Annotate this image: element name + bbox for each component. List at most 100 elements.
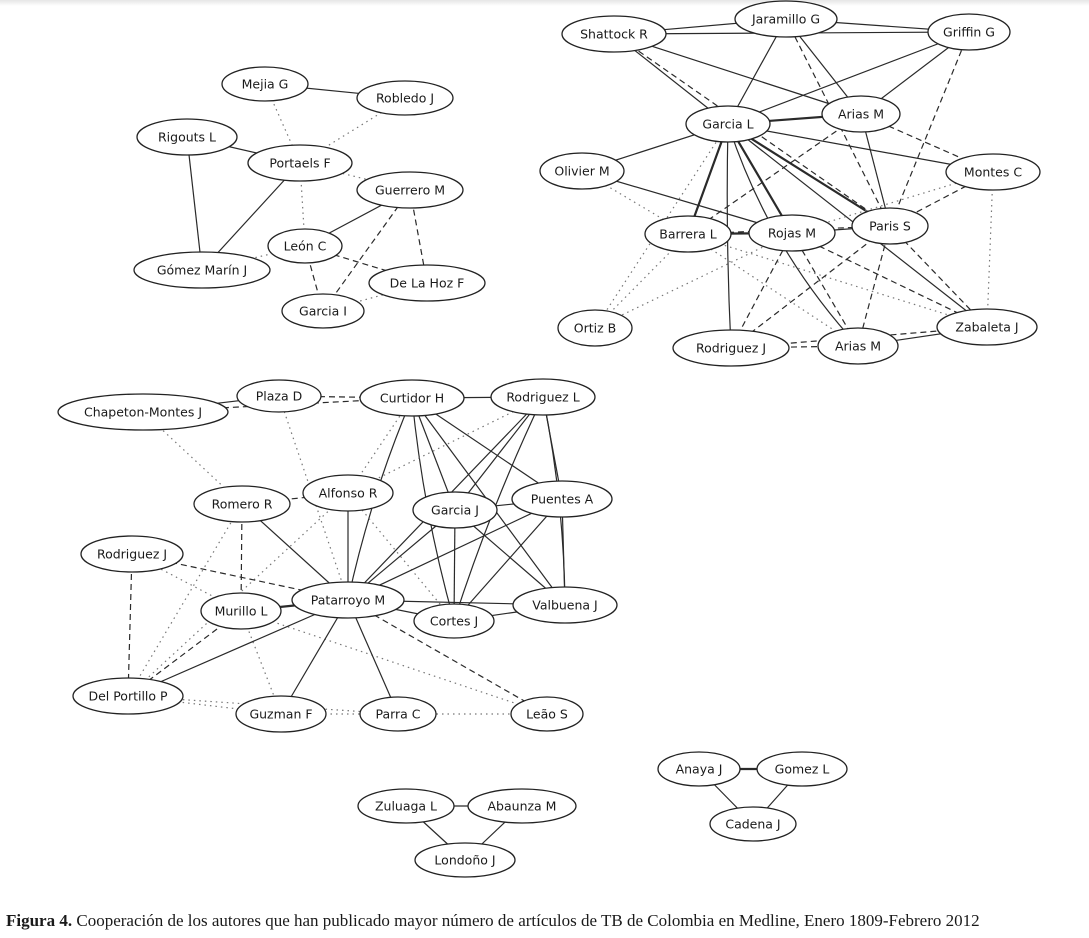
- author-node-mejia_g[interactable]: Mejia G: [221, 66, 309, 102]
- caption-text: Cooperación de los autores que han publi…: [72, 911, 980, 930]
- node-label: Garcia L: [702, 117, 753, 132]
- author-node-gomezmarin_j[interactable]: Gómez Marín J: [133, 251, 271, 289]
- author-node-rodriguez_j1[interactable]: Rodriguez J: [672, 329, 790, 367]
- edge-paris_s-rodriguez_j1-dashed: [730, 225, 891, 349]
- top-edge-shadow: [0, 0, 1089, 6]
- author-node-delportillo_p[interactable]: Del Portillo P: [72, 677, 184, 715]
- author-node-guzman_f[interactable]: Guzman F: [235, 695, 327, 733]
- edges-layer: [127, 18, 994, 861]
- edge-rojas_m-arias_m2-dashed: [791, 232, 859, 347]
- node-ellipse: [412, 491, 498, 529]
- node-ellipse: [936, 308, 1038, 346]
- author-node-shattock_r[interactable]: Shattock R: [561, 15, 667, 53]
- author-node-plaza_d[interactable]: Plaza D: [236, 379, 322, 413]
- edge-griffin_g-paris_s-dashed: [889, 31, 970, 227]
- author-node-parra_c[interactable]: Parra C: [359, 696, 437, 732]
- edge-romero_r-murillo_l-dashed: [240, 503, 243, 612]
- node-ellipse: [927, 13, 1011, 51]
- author-node-curtidor_h[interactable]: Curtidor H: [359, 379, 465, 417]
- author-node-rojas_m[interactable]: Rojas M: [748, 214, 836, 252]
- node-ellipse: [221, 66, 309, 102]
- author-node-arias_m2[interactable]: Arias M: [817, 327, 899, 365]
- node-label: Rodriguez J: [696, 341, 766, 356]
- author-node-abaunza_m[interactable]: Abaunza M: [467, 788, 577, 824]
- author-node-garcia_l[interactable]: Garcia L: [685, 105, 771, 143]
- author-node-cortes_j[interactable]: Cortes J: [413, 603, 495, 639]
- author-node-leao_s[interactable]: Leão S: [510, 696, 584, 732]
- author-node-romero_r[interactable]: Romero R: [193, 485, 291, 523]
- author-node-arias_m1[interactable]: Arias M: [821, 95, 901, 133]
- node-label: Cortes J: [430, 614, 478, 629]
- author-node-zabaleta_j[interactable]: Zabaleta J: [936, 308, 1038, 346]
- author-node-garcia_j[interactable]: Garcia J: [412, 491, 498, 529]
- author-node-jaramillo_g[interactable]: Jaramillo G: [734, 0, 838, 38]
- node-label: Arias M: [835, 339, 881, 354]
- author-node-gomez_l[interactable]: Gomez L: [756, 751, 848, 787]
- node-label: Alfonso R: [319, 486, 378, 501]
- edge-puentes_a-patarroyo_m-solid: [347, 498, 563, 601]
- node-ellipse: [734, 0, 838, 38]
- node-ellipse: [851, 207, 929, 245]
- edge-rojas_m-zabaleta_j-dashed: [791, 232, 988, 328]
- author-node-ortiz_b[interactable]: Ortiz B: [557, 309, 633, 347]
- author-node-chapeton_j[interactable]: Chapeton-Montes J: [57, 393, 229, 431]
- node-ellipse: [561, 15, 667, 53]
- author-node-valbuena_j[interactable]: Valbuena J: [512, 586, 618, 624]
- node-ellipse: [235, 695, 327, 733]
- node-label: Guerrero M: [375, 183, 445, 198]
- node-ellipse: [80, 535, 184, 573]
- author-node-griffin_g[interactable]: Griffin G: [927, 13, 1011, 51]
- author-node-cadena_j[interactable]: Cadena J: [709, 806, 797, 842]
- author-node-delahoz_f[interactable]: De La Hoz F: [368, 264, 486, 302]
- node-label: De La Hoz F: [390, 276, 465, 291]
- figure-caption: Figura 4. Cooperación de los autores que…: [6, 911, 1089, 931]
- node-ellipse: [511, 480, 613, 518]
- author-node-garcia_i[interactable]: Garcia I: [281, 293, 365, 329]
- author-node-murillo_l[interactable]: Murillo L: [200, 592, 282, 630]
- node-ellipse: [414, 842, 516, 878]
- author-node-paris_s[interactable]: Paris S: [851, 207, 929, 245]
- edge-puentes_a-cortes_j-solid: [453, 498, 563, 622]
- node-ellipse: [821, 95, 901, 133]
- node-label: Plaza D: [256, 389, 303, 404]
- author-node-alfonso_r[interactable]: Alfonso R: [302, 474, 394, 512]
- edge-curtidor_h-garcia_j-solid: [411, 397, 456, 511]
- node-ellipse: [72, 677, 184, 715]
- node-ellipse: [657, 751, 741, 787]
- node-label: Murillo L: [215, 604, 268, 619]
- node-label: Rojas M: [768, 226, 816, 241]
- author-node-patarroyo_m[interactable]: Patarroyo M: [291, 581, 405, 619]
- node-ellipse: [672, 329, 790, 367]
- edge-garcia_l-rojas_m-thick: [727, 123, 793, 234]
- author-node-robledo_j[interactable]: Robledo J: [356, 80, 454, 116]
- author-node-zuluaga_l[interactable]: Zuluaga L: [357, 788, 455, 824]
- author-node-leon_c[interactable]: León C: [267, 228, 343, 264]
- caption-label: Figura 4.: [6, 911, 73, 930]
- author-node-portaels_f[interactable]: Portaels F: [247, 144, 353, 182]
- edge-alfonso_r-cortes_j-dotted: [347, 492, 455, 622]
- node-label: Robledo J: [376, 91, 434, 106]
- author-node-barrera_l[interactable]: Barrera L: [644, 215, 732, 253]
- node-label: Chapeton-Montes J: [84, 405, 202, 420]
- node-label: Montes C: [964, 165, 1022, 180]
- node-label: Londoño J: [434, 853, 495, 868]
- author-node-rodriguez_l[interactable]: Rodriguez L: [490, 378, 596, 416]
- author-node-puentes_a[interactable]: Puentes A: [511, 480, 613, 518]
- node-label: León C: [284, 239, 327, 254]
- node-label: Zuluaga L: [375, 799, 437, 814]
- author-node-londono_j[interactable]: Londoño J: [414, 842, 516, 878]
- node-label: Rodriguez L: [506, 390, 579, 405]
- node-label: Shattock R: [580, 27, 648, 42]
- author-node-anaya_j[interactable]: Anaya J: [657, 751, 741, 787]
- author-node-guerrero_m[interactable]: Guerrero M: [356, 171, 464, 209]
- author-node-rigouts_l[interactable]: Rigouts L: [136, 118, 238, 156]
- author-node-rodriguez_j2[interactable]: Rodriguez J: [80, 535, 184, 573]
- node-label: Barrera L: [659, 227, 716, 242]
- edge-rojas_m-ortiz_b-dotted: [594, 232, 793, 329]
- node-label: Zabaleta J: [955, 320, 1018, 335]
- edge-olivier_m-barrera_l-dotted: [581, 170, 689, 235]
- author-node-olivier_m[interactable]: Olivier M: [539, 152, 625, 190]
- node-label: Rodriguez J: [97, 547, 167, 562]
- author-node-montes_c[interactable]: Montes C: [945, 153, 1041, 191]
